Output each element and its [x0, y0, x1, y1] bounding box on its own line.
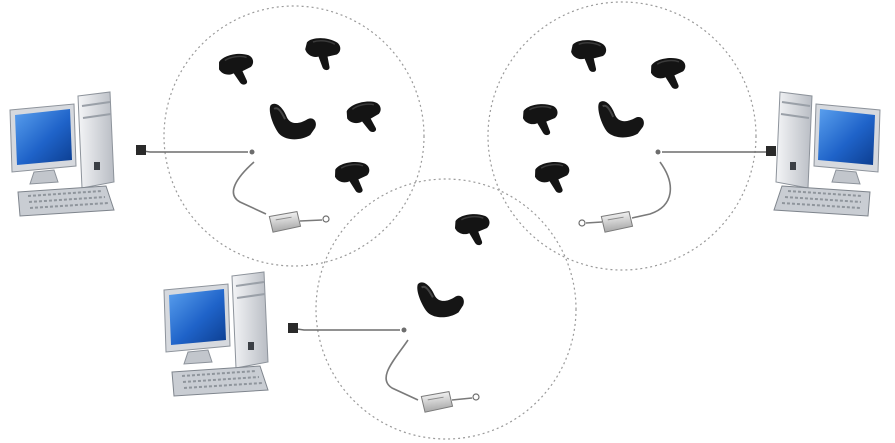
cradle-cable — [299, 219, 323, 222]
receiver-point — [322, 215, 330, 223]
cradle-cable — [385, 339, 419, 401]
receiver-point — [578, 219, 586, 227]
cradle-cable — [585, 221, 603, 224]
receiver-point — [655, 149, 661, 155]
handheld-scanner-icon — [532, 159, 573, 196]
handheld-scanner-icon — [414, 273, 468, 323]
receiver-point — [472, 393, 480, 401]
cable-plug — [288, 323, 298, 333]
handheld-scanner-icon — [521, 102, 560, 138]
handheld-scanner-icon — [267, 96, 320, 145]
scanner-base-cradle-icon — [600, 210, 634, 233]
desktop-computer-icon — [9, 91, 115, 217]
network-cable — [135, 149, 248, 153]
coverage-zone-right — [487, 1, 757, 271]
handheld-scanner-icon — [569, 38, 608, 74]
coverage-zone-bottom — [315, 178, 577, 440]
scanner-base-cradle-icon — [420, 390, 454, 413]
handheld-scanner-icon — [596, 94, 647, 142]
handheld-scanner-icon — [648, 55, 689, 92]
receiver-point — [401, 327, 407, 333]
scanner-base-cradle-icon — [268, 210, 302, 233]
coverage-zone-left — [163, 5, 425, 267]
cradle-cable — [451, 397, 473, 401]
handheld-scanner-icon — [343, 97, 386, 138]
desktop-computer-icon — [773, 91, 881, 217]
network-cable — [289, 327, 400, 331]
handheld-scanner-icon — [302, 35, 342, 73]
cradle-cable — [232, 161, 267, 215]
handheld-scanner-icon — [332, 159, 373, 196]
receiver-point — [249, 149, 255, 155]
cradle-cable — [631, 161, 672, 219]
handheld-scanner-icon — [216, 51, 257, 89]
desktop-computer-icon — [163, 271, 269, 397]
cable-plug — [136, 145, 146, 155]
handheld-scanner-icon — [453, 212, 492, 248]
cable-plug — [766, 146, 776, 156]
